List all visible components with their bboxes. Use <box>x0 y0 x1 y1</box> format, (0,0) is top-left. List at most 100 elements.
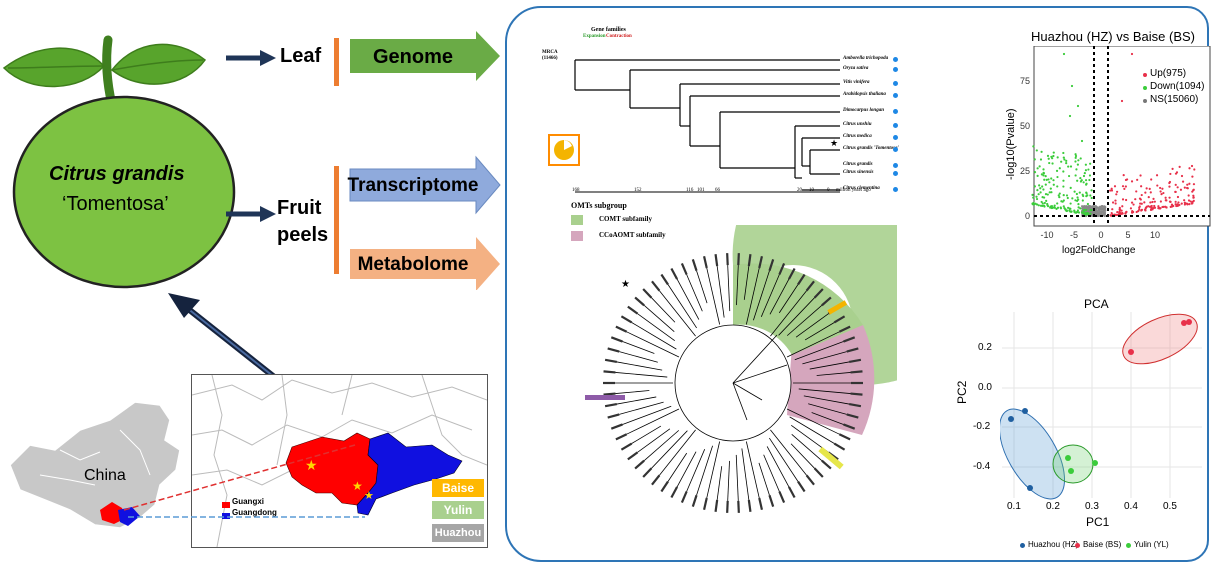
volcano-point <box>1188 202 1191 206</box>
leaf-label-mark <box>620 315 633 324</box>
volcano-point <box>1137 210 1140 213</box>
leaf-label-mark <box>660 480 669 493</box>
tree-branch <box>811 412 844 425</box>
volcano-point <box>1055 169 1059 172</box>
volcano-point <box>1160 193 1163 196</box>
volcano-point <box>1069 210 1072 213</box>
volcano-point <box>1148 187 1151 190</box>
volcano-point <box>1191 202 1194 205</box>
volcano-point <box>1192 196 1195 199</box>
species-label: Arabidopsis thaliana <box>843 92 886 97</box>
volcano-point <box>1077 206 1080 209</box>
volcano-point <box>1077 198 1080 201</box>
volcano-point <box>1051 206 1054 209</box>
leaf-label-mark <box>604 358 618 364</box>
leaf-label-mark <box>660 273 669 286</box>
volcano-point <box>1040 173 1043 176</box>
fruit-peels-label-2: peels <box>277 224 329 246</box>
pie-marker-icon <box>893 135 898 140</box>
tree-branch <box>626 331 680 358</box>
time-tick: 152 <box>634 188 642 193</box>
volcano-point <box>1076 196 1079 199</box>
leaf-label-mark <box>714 254 719 267</box>
pca-point <box>1092 460 1098 466</box>
leaf-label-mark <box>768 494 775 507</box>
pca-plot <box>1000 312 1202 500</box>
svg-text:★: ★ <box>830 138 838 148</box>
volcano-point <box>1183 186 1186 189</box>
volcano-point <box>1065 162 1068 165</box>
volcano-point <box>1047 157 1050 160</box>
tree-branch <box>786 331 840 358</box>
volcano-point <box>1124 185 1127 188</box>
omt-circular-tree: ★ <box>585 225 897 513</box>
volcano-y-tick: 50 <box>1020 121 1030 131</box>
volcano-x-tick: 10 <box>1150 230 1160 240</box>
volcano-point <box>1086 194 1089 197</box>
volcano-point <box>1081 199 1084 202</box>
pca-y-tick: -0.4 <box>973 461 991 472</box>
volcano-x-tick: -5 <box>1070 230 1078 240</box>
volcano-point <box>1038 165 1041 168</box>
volcano-point <box>1089 162 1092 165</box>
volcano-ylabel: -log10(Pvalue) <box>1005 108 1017 180</box>
volcano-point <box>1147 196 1150 199</box>
species-name: Citrus grandis <box>49 163 185 185</box>
leaf-label-mark <box>821 296 832 307</box>
volcano-point <box>1192 183 1196 186</box>
volcano-point <box>1077 203 1080 206</box>
volcano-title: Huazhou (HZ) vs Baise (BS) <box>1031 29 1195 44</box>
volcano-point <box>1169 200 1172 203</box>
volcano-point <box>1069 186 1072 189</box>
time-tick: 20 <box>797 188 802 193</box>
volcano-point <box>1151 200 1154 204</box>
tree-branch <box>615 390 650 394</box>
volcano-point <box>1178 165 1181 168</box>
volcano-point <box>1053 206 1056 209</box>
volcano-point <box>1180 202 1183 205</box>
right-leaf-icon <box>110 43 207 85</box>
volcano-point <box>1149 191 1152 194</box>
tree-branch <box>745 267 760 325</box>
tree-branch <box>651 297 676 323</box>
volcano-point <box>1059 207 1063 210</box>
volcano-point <box>1061 200 1064 203</box>
leaf-label-mark <box>797 273 806 286</box>
leaf-label-mark <box>787 268 796 280</box>
tree-branch <box>622 341 655 354</box>
time-tick: 168 <box>572 188 580 193</box>
volcano-point <box>1050 155 1053 158</box>
pca-group-ellipse <box>1122 313 1198 365</box>
volcano-point <box>1186 183 1189 186</box>
volcano-point <box>1062 194 1065 197</box>
region-map-frame: ★ ★ ★ <box>191 374 488 548</box>
leaf-label-mark <box>691 494 698 507</box>
tree-branch <box>786 305 823 336</box>
species-label: Citrus unshiu <box>843 122 872 127</box>
volcano-point <box>1100 207 1103 210</box>
volcano-point <box>1148 205 1152 208</box>
tree-branch <box>769 437 799 482</box>
tree-branch <box>616 361 663 371</box>
volcano-point <box>1179 188 1183 191</box>
site-yulin: Yulin <box>432 501 484 519</box>
volcano-point <box>1174 203 1177 206</box>
volcano-point <box>1169 172 1172 176</box>
volcano-point <box>1050 177 1053 180</box>
volcano-point <box>1082 174 1086 178</box>
volcano-point <box>1159 186 1162 190</box>
leaf-label-mark <box>607 347 620 353</box>
volcano-point <box>1058 192 1061 195</box>
volcano-point <box>1150 206 1153 210</box>
volcano-point <box>1180 174 1184 178</box>
volcano-point <box>1088 178 1091 182</box>
volcano-point <box>1086 210 1090 213</box>
volcano-point <box>1136 178 1139 181</box>
volcano-point <box>1065 209 1068 213</box>
pca-x-tick: 0.2 <box>1046 501 1060 512</box>
volcano-point <box>1052 183 1055 186</box>
volcano-point <box>1062 185 1065 188</box>
leaf-label-mark <box>838 433 851 441</box>
volcano-point <box>1079 157 1082 160</box>
volcano-point <box>1062 52 1066 56</box>
